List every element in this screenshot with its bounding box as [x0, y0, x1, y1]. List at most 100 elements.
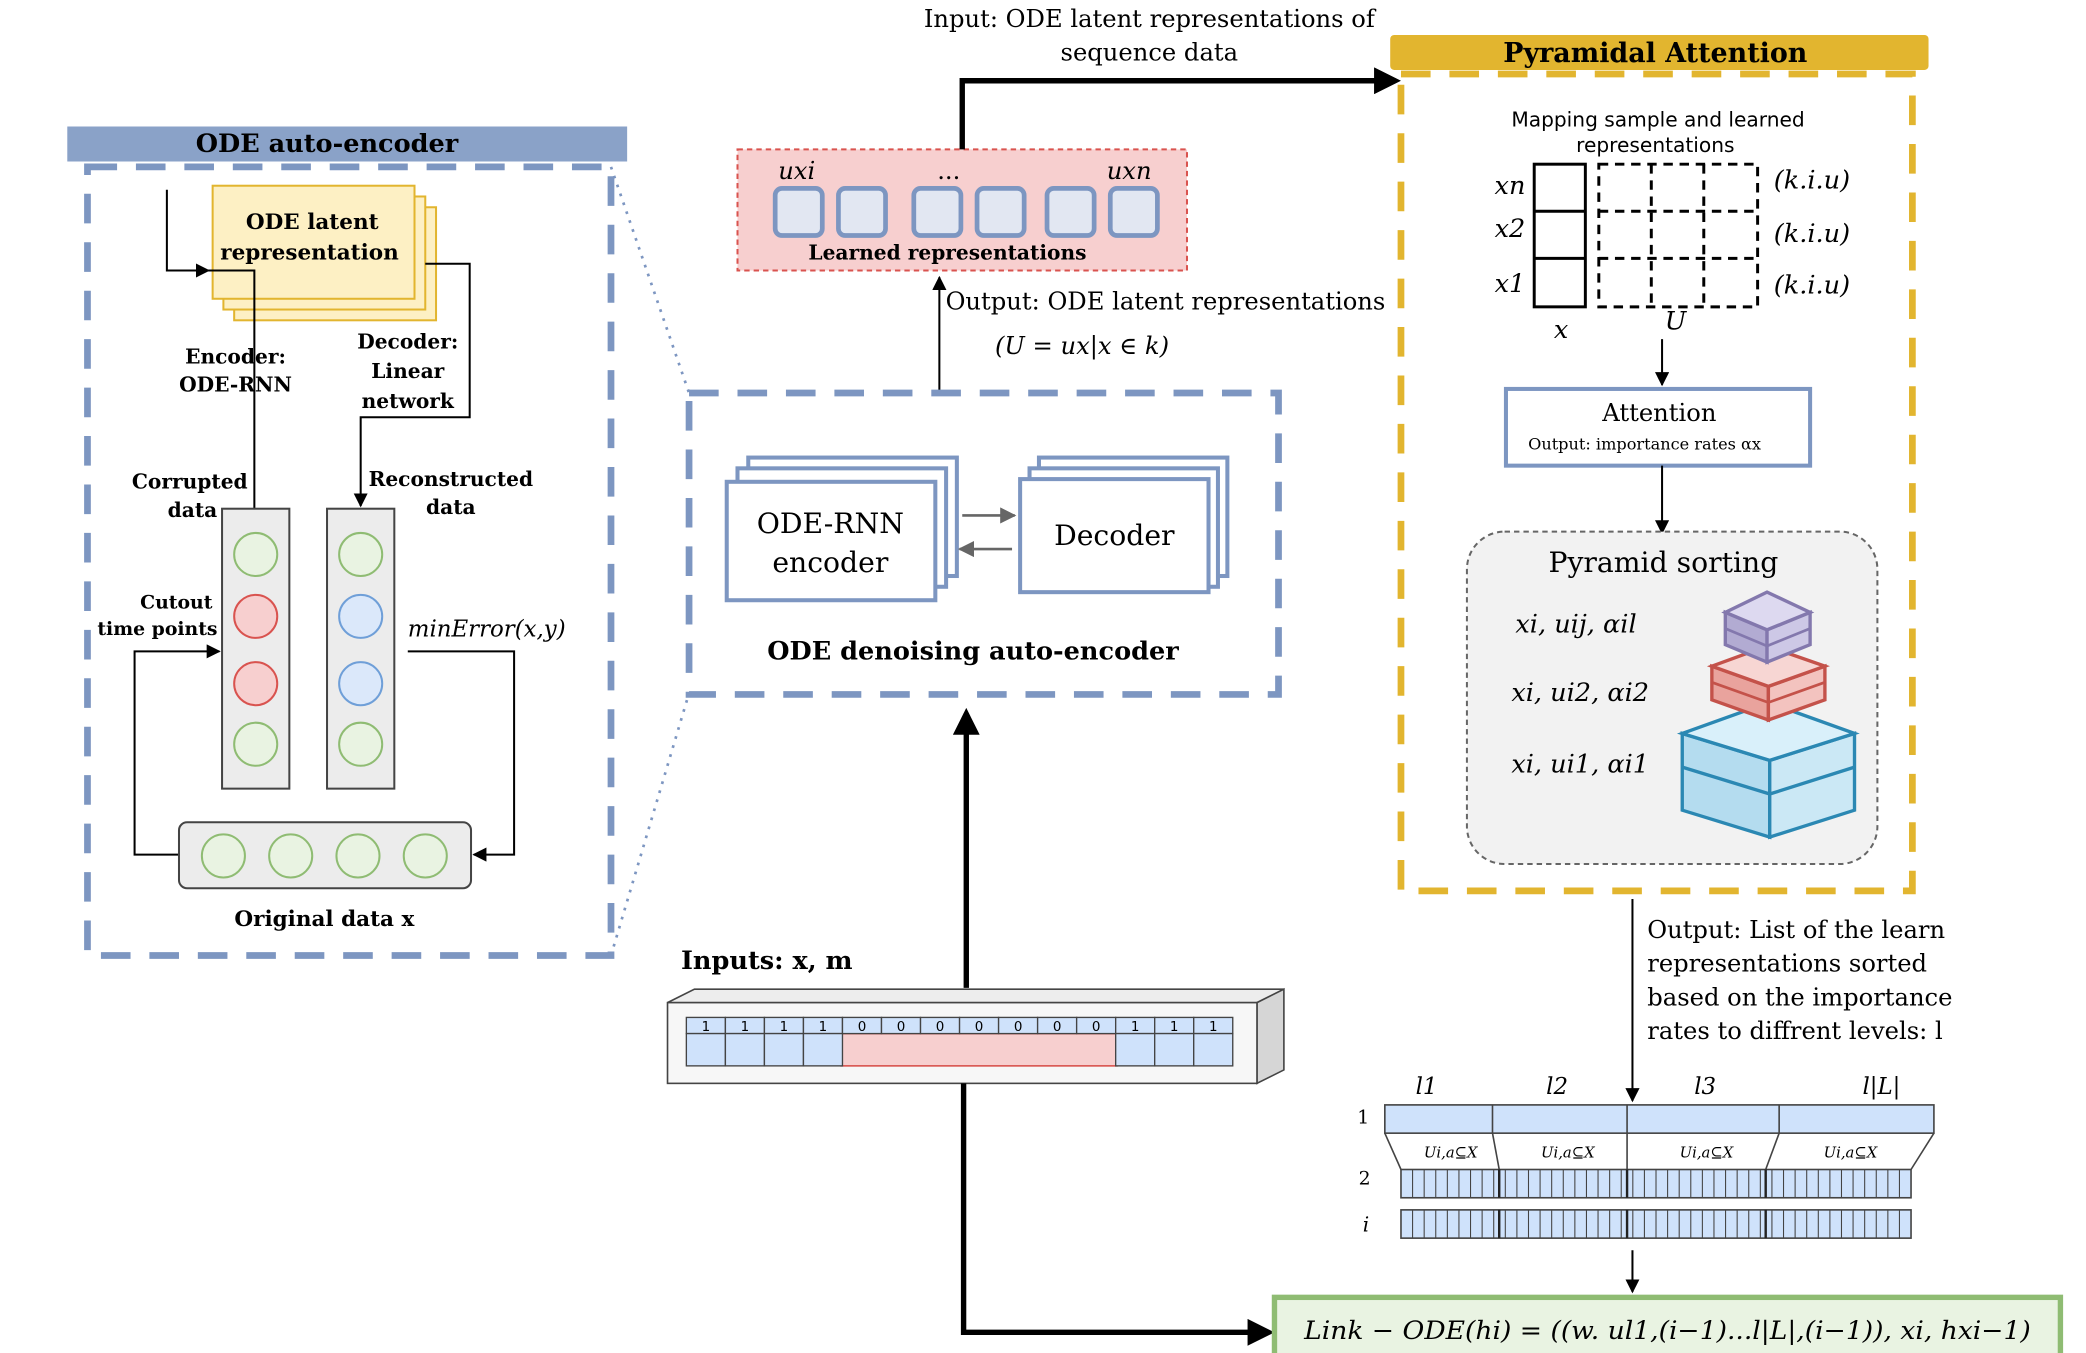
- inputs-label: Inputs: x, m: [681, 946, 853, 976]
- min-error-label: minError(x,y): [408, 617, 566, 643]
- level-row-label-i: i: [1363, 1212, 1369, 1236]
- mask-bit-label: 0: [1053, 1020, 1062, 1035]
- observed-value-cell: [1193, 1032, 1234, 1067]
- ode-autoencoder-panel: ODE auto-encoder ODE latent representati…: [67, 126, 691, 959]
- mapping-u-grid: [1597, 162, 1760, 309]
- mask-bit-label: 1: [1131, 1020, 1140, 1035]
- corrupted-label-2: data: [168, 498, 218, 522]
- attention-title: Attention: [1601, 399, 1716, 427]
- level-row-i: [1400, 1209, 1912, 1239]
- learned-representation-cells: [772, 186, 1160, 238]
- pyramid-illustration: [1676, 590, 1860, 840]
- attention-box: [1503, 386, 1813, 468]
- u-label-4: Ui,a⊆X: [1824, 1144, 1879, 1161]
- mask-bit-label: 0: [858, 1020, 867, 1035]
- denoising-autoencoder-title: ODE denoising auto-encoder: [767, 636, 1179, 666]
- mask-bit-label: 0: [1092, 1020, 1101, 1035]
- level-label-L: l|L|: [1862, 1074, 1900, 1100]
- u-label-3: Ui,a⊆X: [1680, 1144, 1735, 1161]
- u-label-1: Ui,a⊆X: [1424, 1144, 1479, 1161]
- mask-bit-label: 1: [741, 1020, 750, 1035]
- observed-value-cell: [685, 1032, 727, 1067]
- level-label-2: l2: [1546, 1074, 1568, 1100]
- zoom-connector-top: [609, 166, 691, 394]
- center-output-caption-line1: Output: ODE latent representations: [946, 288, 1386, 316]
- original-node-2: [268, 833, 314, 879]
- mask-bit-label: 0: [1014, 1020, 1023, 1035]
- mask-bit-label: 1: [702, 1020, 711, 1035]
- pyramidal-attention-panel: Pyramidal Attention Mapping sample and l…: [1390, 34, 1952, 1103]
- ode-autoencoder-header: [67, 126, 628, 162]
- formula-box: [1271, 1294, 2064, 1353]
- encoder-label-1: Encoder:: [185, 344, 286, 368]
- level-structure: 1 2 i l1 l2 l3 l|L| Ui,a⊆X Ui,a⊆X Ui,a⊆X…: [1357, 1074, 1935, 1294]
- corrupted-node-2: [233, 593, 279, 639]
- latent-representation-stack: ODE latent representation: [211, 184, 438, 322]
- mapping-axis-u: U: [1665, 307, 1688, 337]
- original-to-corrupted-arrow: [133, 644, 221, 856]
- ode-autoencoder-frame: [84, 163, 615, 959]
- latent-box-line2: representation: [220, 241, 399, 266]
- formula-text: Link − ODE(hi) = ((w. ul1,(i−1)...l|L|,(…: [1303, 1316, 2031, 1346]
- u-last-label: uxn: [1107, 157, 1152, 185]
- mapping-caption-line2: representations: [1576, 133, 1734, 157]
- mask-bit-label: 0: [897, 1020, 906, 1035]
- input-caption-line1: Input: ODE latent representations of: [924, 5, 1377, 33]
- to-pyramidal-attention-arrow: [959, 67, 1401, 150]
- mask-bit-label: 1: [780, 1020, 789, 1035]
- original-node-3: [335, 833, 381, 879]
- decoder-label-2: Linear: [371, 359, 444, 383]
- encoder-arrow: [165, 189, 256, 509]
- level-label-3: l3: [1694, 1074, 1716, 1100]
- mask-bit-label: 1: [1170, 1020, 1179, 1035]
- pyramid-level-bottom: [1676, 700, 1860, 840]
- corrupted-label-1: Corrupted: [132, 470, 248, 494]
- level-label-1: l1: [1416, 1074, 1438, 1100]
- pyramid-row-mid: xi, ui2, αi2: [1511, 678, 1649, 708]
- center-panel: Input: ODE latent representations of seq…: [666, 5, 1401, 1346]
- level-row-1: [1384, 1104, 1935, 1134]
- decoder-box-label: Decoder: [1054, 519, 1175, 552]
- observed-value-cell: [763, 1032, 805, 1067]
- decoder-arrow: [353, 262, 471, 508]
- reconstructed-node-3: [338, 661, 384, 707]
- decoder-label-1: Decoder:: [357, 330, 458, 354]
- mapping-axis-x: x: [1554, 315, 1569, 345]
- right-output-caption-line2: representations sorted: [1647, 950, 1927, 978]
- pyramid-level-top: [1721, 590, 1815, 665]
- reconstructed-node-2: [338, 593, 384, 639]
- reconstructed-node-1: [338, 531, 384, 578]
- corrupted-node-4: [233, 721, 279, 767]
- u-first-label: uxi: [778, 157, 815, 185]
- encoder-label-2: ODE-RNN: [179, 373, 292, 397]
- center-output-caption-line2: (U = ux|x ∈ k): [995, 332, 1169, 361]
- learned-representations-label: Learned representations: [808, 241, 1086, 265]
- corrupted-node-1: [233, 531, 279, 578]
- decoder-stack: Decoder: [1018, 455, 1230, 595]
- ode-rnn-encoder-stack: ODE-RNN encoder: [724, 455, 959, 603]
- latent-box-line1: ODE latent: [246, 210, 379, 235]
- mapping-caption-line1: Mapping sample and learned: [1511, 108, 1804, 132]
- mapping-kiu-1: (k.i.u): [1774, 165, 1850, 195]
- observed-value-cell: [1154, 1032, 1195, 1067]
- mask-bit-label: 1: [819, 1020, 828, 1035]
- pyramid-row-bottom: xi, ui1, αi1: [1511, 749, 1649, 779]
- decoder-label-3: network: [362, 389, 455, 413]
- mapping-kiu-2: (k.i.u): [1774, 219, 1850, 249]
- input-caption-line2: sequence data: [1061, 39, 1239, 67]
- mapping-x-column: [1532, 162, 1587, 309]
- observed-value-cell: [802, 1032, 844, 1067]
- denoising-autoencoder-frame: [685, 389, 1282, 698]
- level-row-2: [1400, 1168, 1912, 1199]
- inputs-to-formula-arrow: [960, 1083, 1275, 1346]
- level-row-label-2: 2: [1359, 1168, 1371, 1189]
- level-row-label-1: 1: [1357, 1108, 1369, 1129]
- mask-bit-label: 0: [936, 1020, 945, 1035]
- pyramidal-attention-header: [1390, 34, 1929, 70]
- reconstructed-label-1: Reconstructed: [369, 467, 534, 491]
- pyramidal-attention-frame: [1397, 70, 1916, 895]
- mapping-kiu-3: (k.i.u): [1774, 270, 1850, 300]
